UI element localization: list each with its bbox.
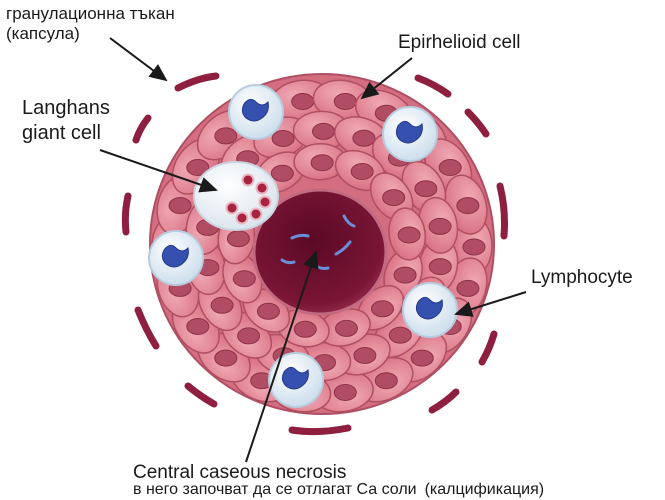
calcification-note: в него започват да се отлагат Са соли (ка… bbox=[133, 481, 544, 499]
capsule-arcs bbox=[121, 72, 508, 436]
epithelioid-cell-nucleus bbox=[214, 127, 238, 145]
capsule-arc bbox=[174, 72, 220, 92]
lymphocyte bbox=[382, 106, 438, 162]
lymphocyte-label: Lymphocyte bbox=[531, 267, 633, 288]
epithelioid-cell-nucleus bbox=[352, 129, 376, 147]
langhans-label-line1: Langhans bbox=[22, 97, 110, 119]
epithelioid-cell-nucleus bbox=[353, 347, 377, 364]
necrosis-arrow bbox=[245, 250, 319, 463]
bacillus bbox=[290, 233, 310, 240]
annotation-arrows bbox=[99, 37, 527, 463]
calcification-note-paren: (калцификация) bbox=[424, 481, 545, 498]
caseous-necrosis bbox=[252, 188, 388, 316]
necrosis-label: Central caseous necrosis bbox=[133, 462, 347, 483]
langhans-giant-cell bbox=[193, 161, 279, 231]
epithelioid-cell-nucleus bbox=[256, 302, 280, 320]
epithelioid-cell-nucleus bbox=[456, 197, 480, 215]
epithelioid-cell-nucleus bbox=[214, 349, 238, 367]
epithelioid-cell-nucleus bbox=[270, 164, 294, 182]
lymphocyte bbox=[228, 84, 284, 140]
bacillus bbox=[342, 214, 356, 228]
epithelioid-cell-nucleus bbox=[414, 180, 438, 198]
capsule-arc bbox=[496, 182, 508, 240]
epithelioid-cell-nucleus bbox=[350, 163, 374, 180]
epithelioid-cell-nucleus bbox=[410, 349, 434, 367]
epithelioid-cell-nucleus bbox=[186, 318, 210, 335]
lymphocyte bbox=[148, 230, 204, 286]
epithelioid-cell bbox=[417, 196, 459, 254]
epithelioid-cell-nucleus bbox=[310, 154, 334, 172]
epithelioid-cell-nucleus bbox=[293, 320, 317, 338]
capsule-label: гранулационна тъкан (капсула) bbox=[6, 4, 175, 43]
lymphocyte-nucleus bbox=[395, 120, 423, 144]
epithelioid-cell-label: Epirhelioid cell bbox=[398, 32, 521, 53]
lymphocyte-nucleus bbox=[415, 296, 443, 320]
langhans-label-line2: giant cell bbox=[22, 122, 101, 144]
epithelioid-cell-nucleus bbox=[312, 122, 335, 140]
epithelioid-cell bbox=[276, 309, 330, 348]
epithelioid-cell bbox=[388, 207, 427, 261]
epithelioid-cell-nucleus bbox=[456, 279, 480, 297]
epithelioid-cell-nucleus bbox=[271, 130, 295, 147]
epithelioid-cell-nucleus bbox=[397, 226, 421, 244]
epithelioid-cell-nucleus bbox=[232, 270, 256, 288]
capsule-arc bbox=[478, 330, 498, 366]
epithelioid-cell bbox=[292, 110, 351, 151]
epithelioid-cell bbox=[318, 307, 371, 347]
epithelioid-cell-nucleus bbox=[374, 372, 398, 390]
epithelioid-cell-nucleus bbox=[462, 238, 486, 256]
epithelioid-cell-nucleus bbox=[226, 230, 250, 248]
lymphocyte-nucleus bbox=[161, 244, 189, 268]
capsule-arc bbox=[184, 382, 218, 408]
epithelioid-cell-nucleus bbox=[428, 258, 452, 276]
capsule-arc bbox=[428, 388, 460, 414]
capsule-label-line2: (капсула) bbox=[6, 23, 80, 43]
epithelioid-cell bbox=[222, 251, 263, 304]
capsule-arrow bbox=[109, 37, 168, 82]
epithelioid-cell-nucleus bbox=[168, 197, 192, 215]
giant-cell-nucleus bbox=[235, 211, 249, 225]
epithelioid-cell-nucleus bbox=[333, 93, 357, 110]
epithelioid-cell bbox=[293, 142, 347, 181]
giant-cell-nucleus bbox=[255, 181, 269, 195]
epithelioid-cell-nucleus bbox=[333, 384, 357, 401]
langhans-giant-cell-label: Langhans giant cell bbox=[22, 96, 110, 146]
epithelioid-cell-nucleus bbox=[210, 296, 234, 314]
epithelioid-cell-nucleus bbox=[371, 300, 394, 318]
giant-cell-nucleus bbox=[258, 195, 272, 209]
giant-cell-nucleus bbox=[249, 207, 263, 221]
epithelioid-cell-nucleus bbox=[388, 326, 412, 344]
lymphocytes bbox=[148, 84, 458, 408]
epithelioid-cell-nucleus bbox=[382, 189, 406, 207]
bacillus bbox=[280, 258, 296, 265]
epithelioid-cell-nucleus bbox=[335, 319, 358, 337]
lymphocyte bbox=[402, 282, 458, 338]
capsule-arc bbox=[121, 192, 132, 236]
necrosis-core bbox=[252, 188, 388, 316]
epithelioid-arrow bbox=[360, 57, 413, 100]
bacillus bbox=[334, 240, 352, 256]
epithelioid-cell-nucleus bbox=[428, 217, 452, 235]
epithelioid-cell-nucleus bbox=[291, 93, 315, 110]
calcification-note-main: в него започват да се отлагат Са соли bbox=[133, 481, 417, 498]
giant-cell-nucleus bbox=[225, 201, 239, 215]
capsule-label-line1: гранулационна тъкан bbox=[6, 4, 175, 23]
langhans-arrow bbox=[99, 149, 218, 193]
capsule-arc bbox=[134, 306, 160, 350]
epithelioid-cell-nucleus bbox=[237, 327, 261, 345]
epithelioid-cell-nucleus bbox=[393, 266, 417, 284]
lymphocyte bbox=[268, 352, 324, 408]
lymphocyte-nucleus bbox=[281, 366, 309, 390]
lymphocyte-arrow bbox=[454, 291, 527, 317]
capsule-arc bbox=[288, 424, 352, 436]
epithelioid-cell-nucleus bbox=[186, 159, 210, 176]
epithelioid-cell-nucleus bbox=[438, 159, 462, 176]
giant-cell-nucleus bbox=[241, 173, 255, 187]
lymphocyte-nucleus bbox=[241, 98, 269, 122]
capsule-arc bbox=[414, 74, 452, 98]
capsule-arc bbox=[464, 108, 490, 138]
capsule-arc bbox=[132, 114, 152, 144]
